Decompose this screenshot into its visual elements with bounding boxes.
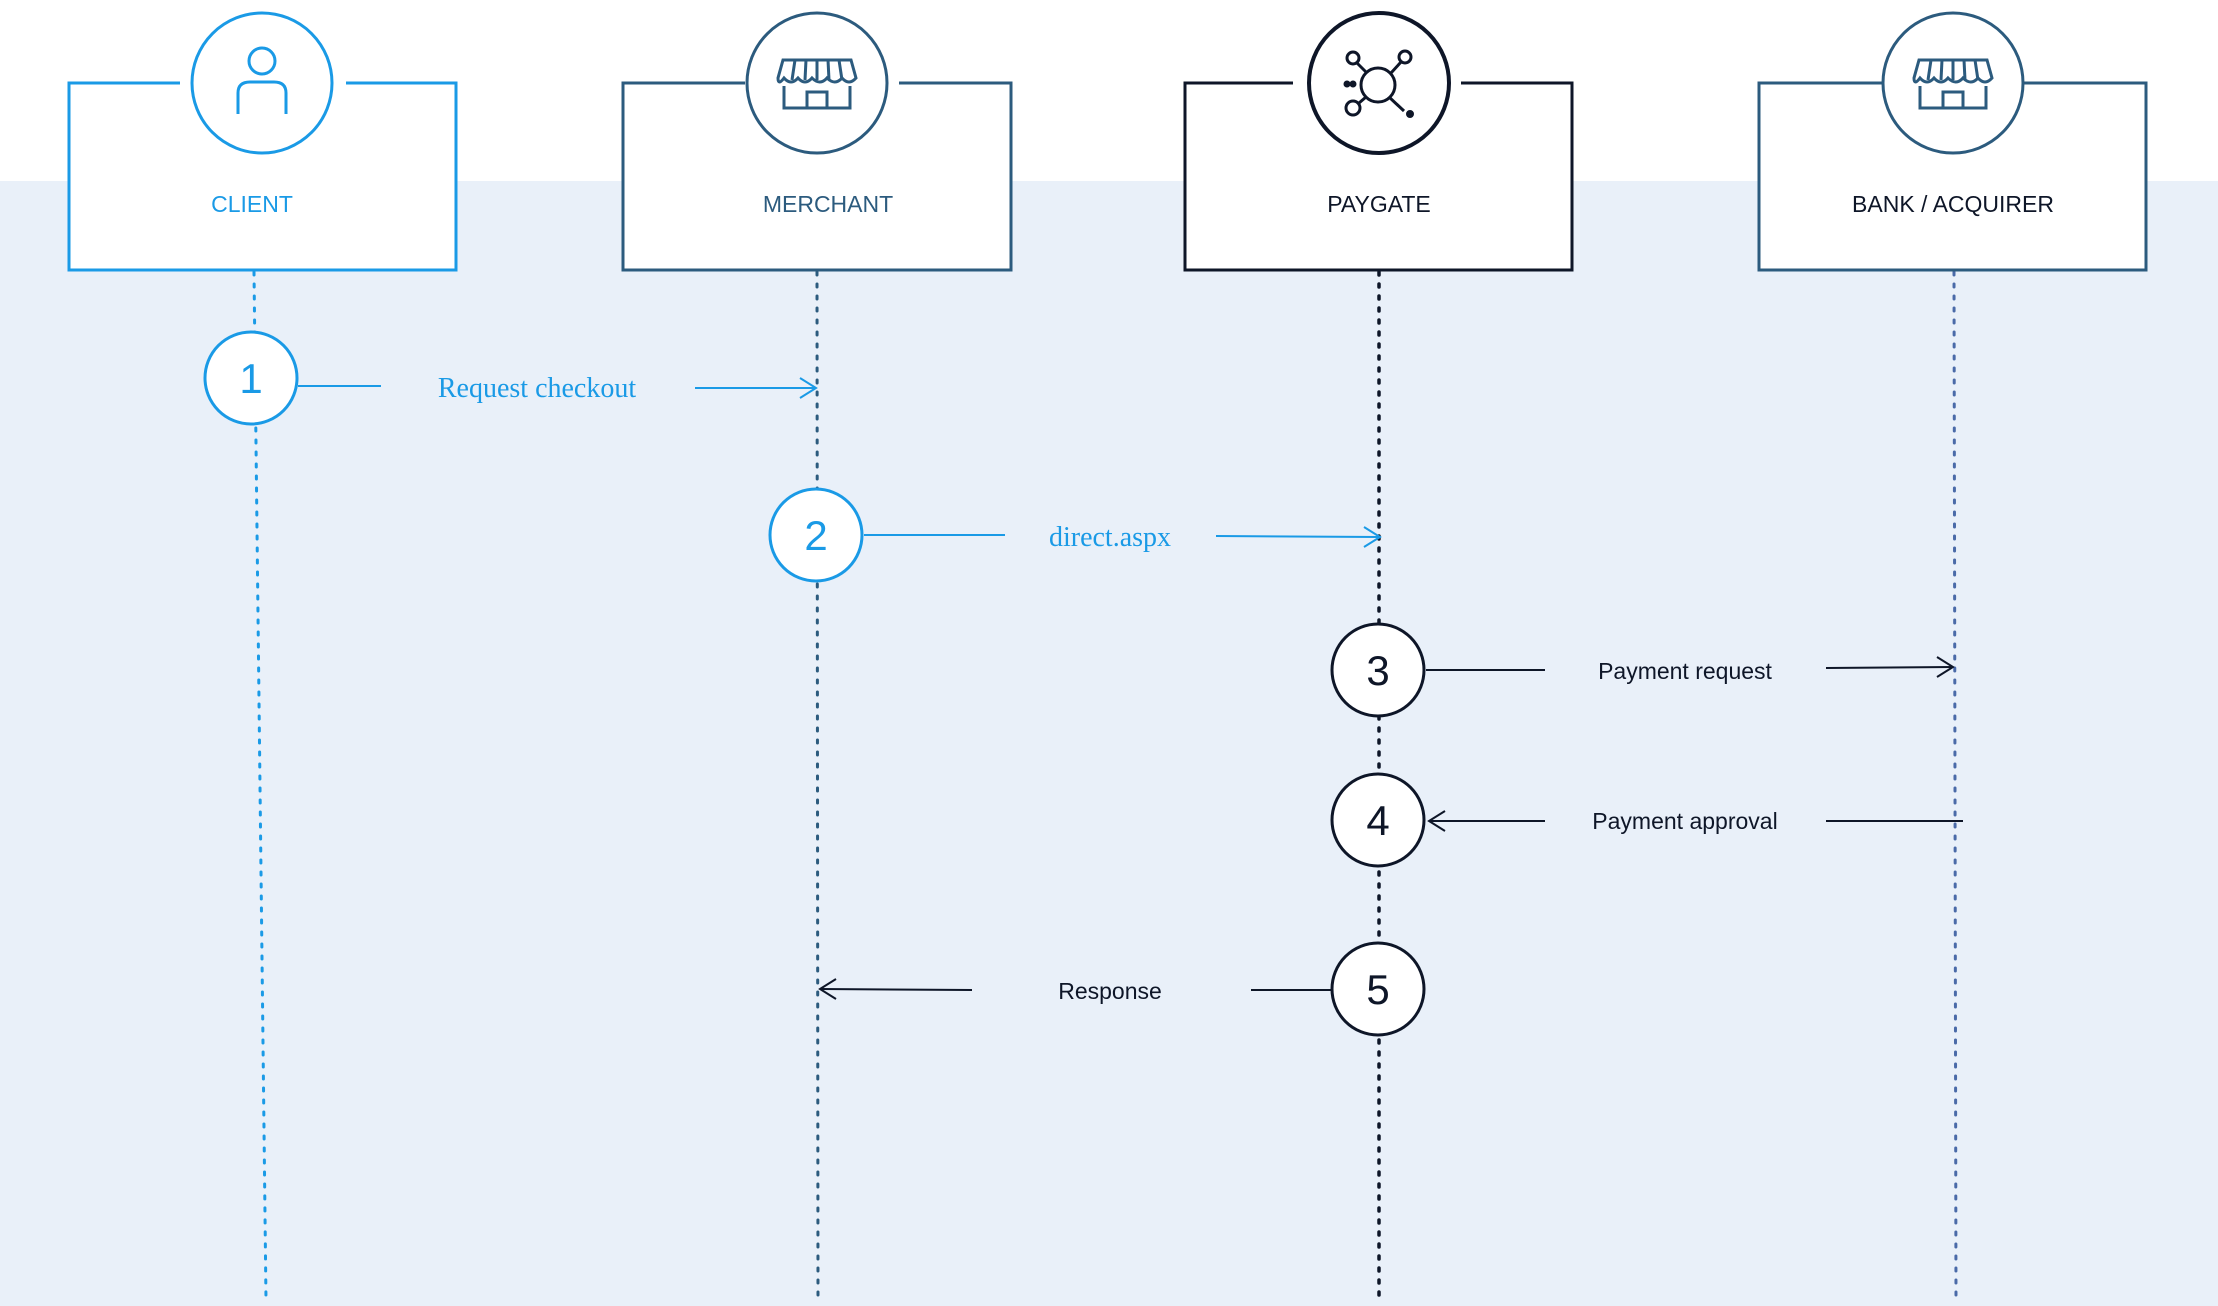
step-circle (1330, 772, 1426, 868)
step-3: 3 Payment request (1330, 622, 1955, 718)
actor-paygate: PAYGATE (1183, 11, 1574, 272)
step-1: 1 Request checkout (203, 330, 818, 426)
step-label: Payment request (1598, 658, 1772, 684)
lifeline-client (252, 270, 268, 1302)
step-circle (203, 330, 299, 426)
actor-label-bank: BANK / ACQUIRER (1852, 191, 2054, 217)
actor-label-merchant: MERCHANT (763, 191, 893, 217)
storefront-icon (776, 58, 858, 110)
arrowhead (1936, 656, 1955, 678)
step-label: Payment approval (1592, 808, 1777, 834)
step-label: Response (1058, 978, 1162, 1004)
background-band (0, 181, 2218, 1306)
arrowhead (818, 978, 837, 1000)
actor-client: CLIENT (67, 11, 458, 272)
actor-bank: BANK / ACQUIRER (1757, 11, 2148, 272)
step-number: 5 (1366, 966, 1389, 1013)
step-circle (1330, 622, 1426, 718)
step-number: 4 (1366, 797, 1389, 844)
step-label: Request checkout (438, 373, 636, 404)
storefront-icon (1912, 58, 1994, 110)
step-number: 2 (804, 512, 827, 559)
step-label: direct.aspx (1049, 522, 1171, 553)
actor-merchant: MERCHANT (621, 11, 1013, 272)
actor-label-paygate: PAYGATE (1327, 191, 1431, 217)
step-circle (1330, 941, 1426, 1037)
step-number: 1 (239, 355, 262, 402)
step-number: 3 (1366, 647, 1389, 694)
arrowhead (1363, 526, 1382, 548)
network-hub-icon (1343, 49, 1414, 118)
person-icon (236, 46, 288, 114)
arrowhead (1427, 810, 1446, 832)
lifeline-merchant (815, 270, 820, 1302)
lifeline-bank (1952, 270, 1958, 1302)
step-4: 4 Payment approval (1330, 772, 1963, 868)
step-5: 5 Response (818, 941, 1426, 1037)
step-2: 2 direct.aspx (768, 487, 1382, 583)
actor-label-client: CLIENT (211, 191, 293, 217)
step-circle (768, 487, 864, 583)
arrowhead (799, 377, 818, 399)
